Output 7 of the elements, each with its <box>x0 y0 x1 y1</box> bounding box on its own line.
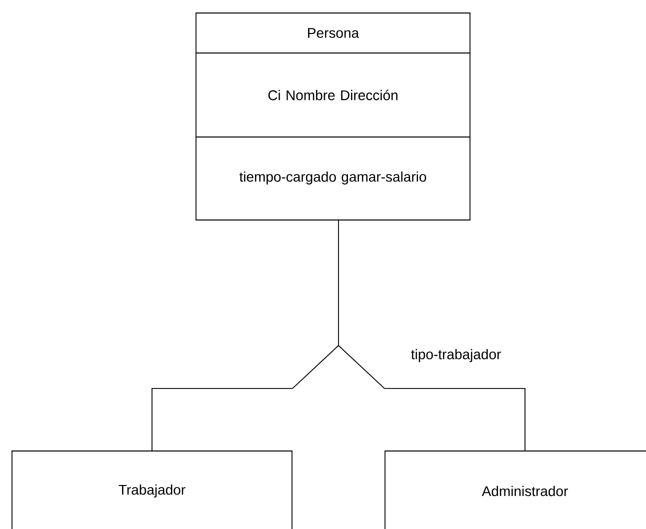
entity-box: Trabajador <box>12 450 292 529</box>
class-box: Persona Ci Nombre Dirección tiempo-cargado gamar-salario <box>196 12 470 220</box>
connector-line <box>338 220 339 346</box>
connector-line <box>384 388 526 451</box>
discriminator-label: tipo-trabajador <box>411 349 501 362</box>
connector-line <box>152 388 293 451</box>
entity-box: Administrador <box>384 450 646 529</box>
